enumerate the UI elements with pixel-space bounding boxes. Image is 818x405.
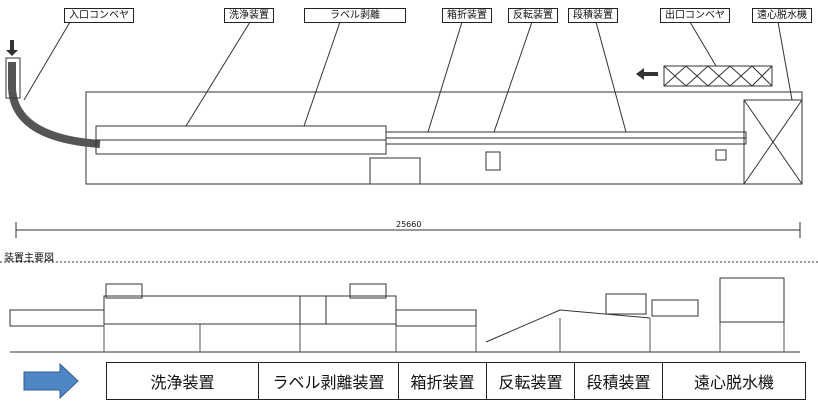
label-stacker: 段積装置 (568, 8, 618, 23)
inlet-chute (5, 57, 21, 99)
label-box-folder: 箱折装置 (442, 8, 492, 23)
inlet-elevation (9, 309, 105, 327)
label-label-remover: ラベル剥離 (304, 8, 406, 23)
flow-step-label-remover: ラベル剥離装置 (259, 363, 399, 399)
label-inlet-conveyor: 入口コンベヤ (64, 8, 134, 23)
label-dehydrator: 遠心脱水機 (752, 8, 812, 23)
inlet-curve (8, 62, 101, 148)
label-inverter: 反転装置 (508, 8, 558, 23)
dehydrator-elevation (719, 277, 785, 323)
flow-direction-arrow-icon (23, 362, 79, 400)
dehydrator-plan (743, 99, 803, 185)
inlet-arrow-icon (6, 40, 18, 56)
outlet-arrow-icon (636, 68, 658, 80)
outlet-truss (663, 65, 773, 87)
washer-elevation (103, 295, 397, 325)
drawing-caption: 装置主要図 (4, 253, 54, 264)
flow-step-dehydrator: 遠心脱水機 (693, 373, 774, 392)
label-outlet-conveyor: 出口コンベヤ (660, 8, 730, 23)
flow-step-inverter: 反転装置 (487, 363, 575, 399)
label-washer: 洗浄装置 (224, 8, 274, 23)
process-flow-strip: 洗浄装置 ラベル剥離装置 箱折装置 反転装置 段積装置 遠心脱水機 (106, 362, 806, 400)
flow-step-box-folder: 箱折装置 (399, 363, 487, 399)
pump-unit (369, 157, 421, 185)
flow-step-stacker: 段積装置 (575, 363, 663, 399)
inverter-pier (485, 151, 501, 171)
motor (715, 149, 727, 161)
folder-elevation (395, 309, 477, 327)
stacker-elevation (605, 293, 647, 315)
overall-length: 25660 (396, 220, 422, 229)
flow-step-washer: 洗浄装置 (107, 363, 259, 399)
